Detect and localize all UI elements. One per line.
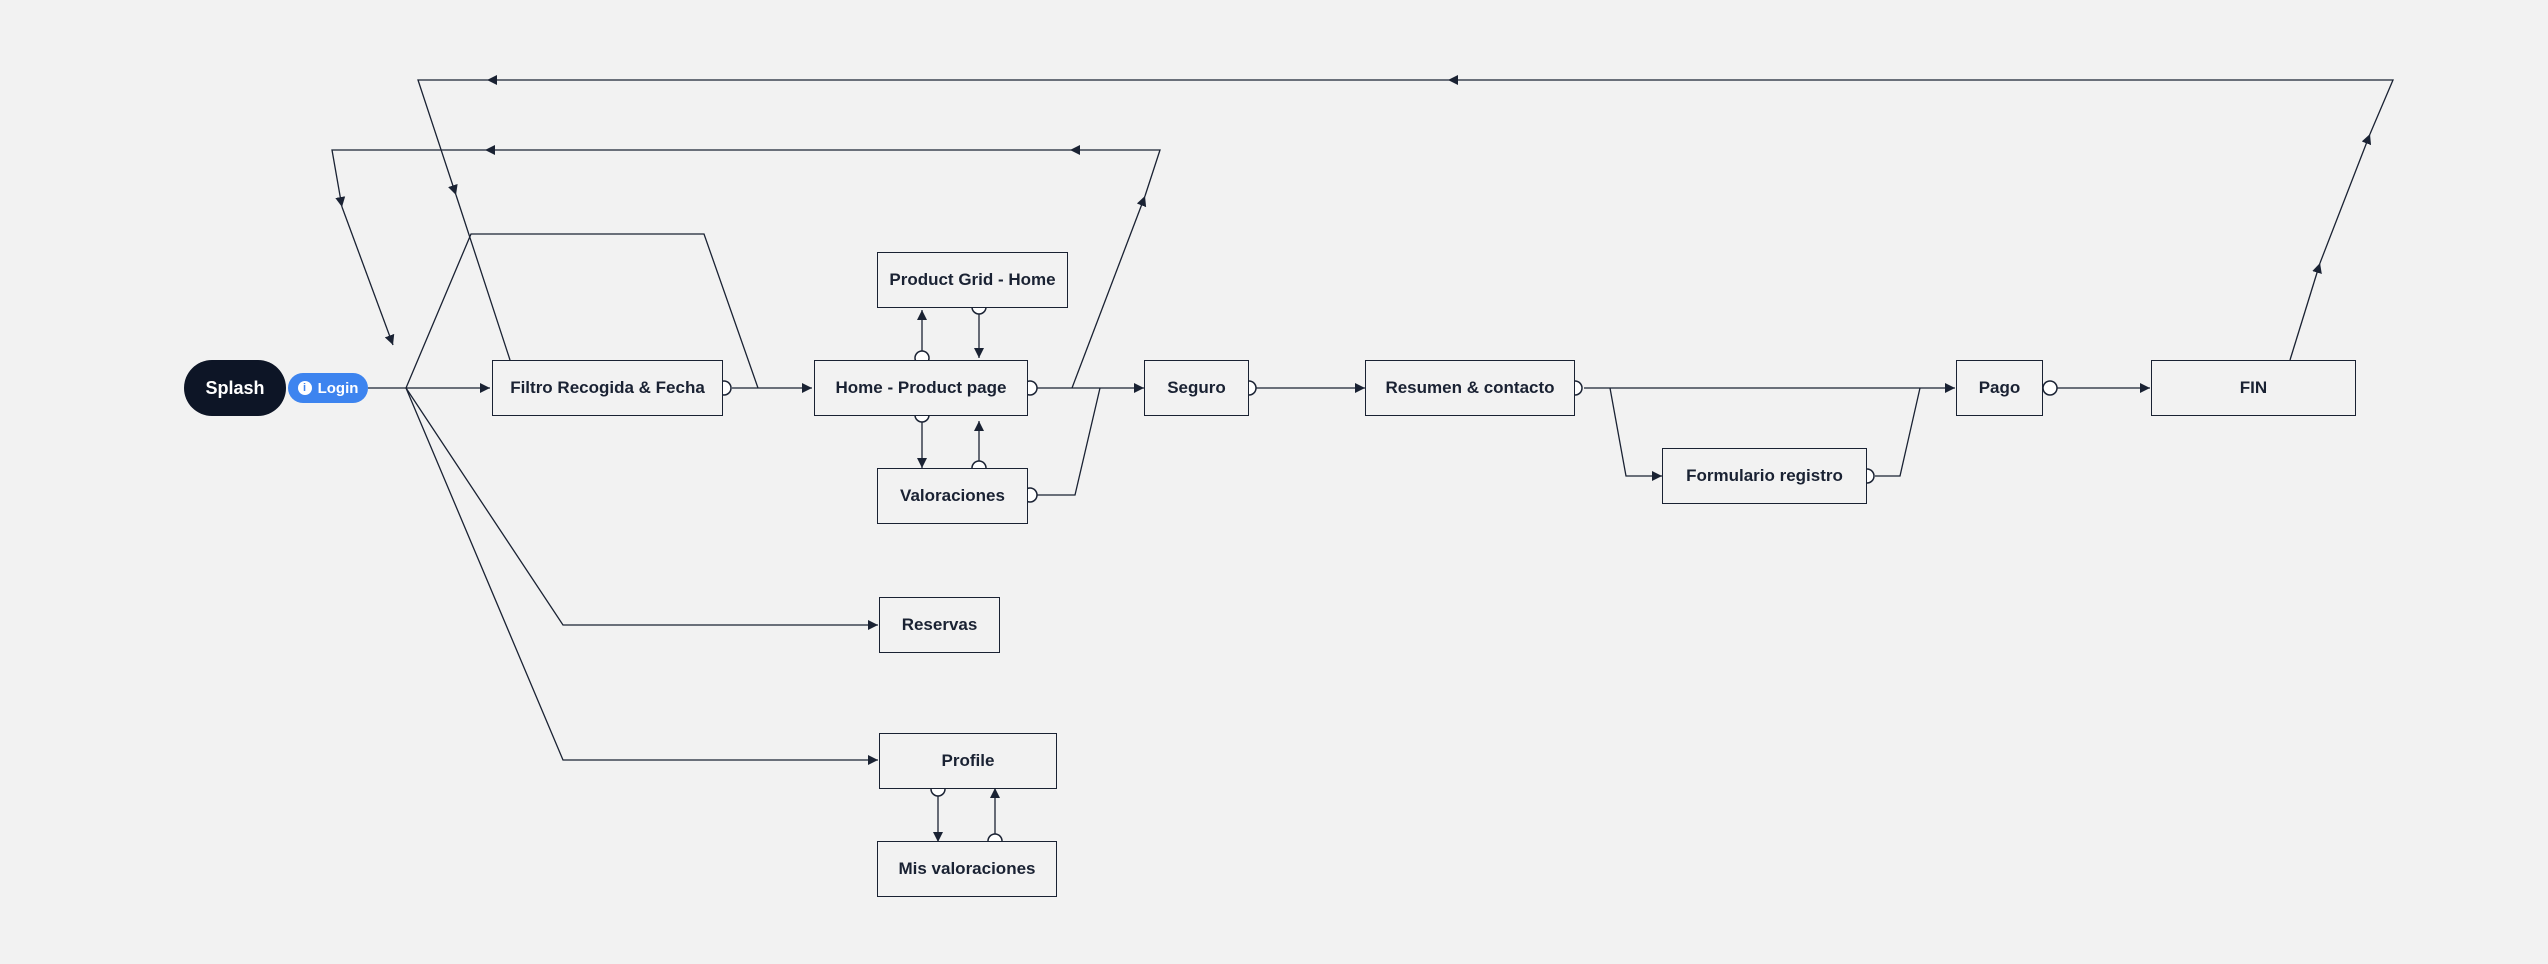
edge-resumen-formulario bbox=[1609, 387, 1662, 481]
node-filtro[interactable]: Filtro Recogida & Fecha bbox=[492, 360, 723, 416]
login-label: Login bbox=[317, 379, 359, 397]
node-valoraciones[interactable]: Valoraciones bbox=[877, 468, 1028, 524]
info-icon: i bbox=[297, 381, 312, 395]
edge-outer-down bbox=[417, 79, 487, 196]
node-formulario[interactable]: Formulario registro bbox=[1662, 448, 1867, 504]
edge-splash-reservas bbox=[405, 387, 878, 630]
edge-splash-profile bbox=[405, 387, 878, 765]
node-resumen[interactable]: Resumen & contacto bbox=[1365, 360, 1575, 416]
node-product-grid[interactable]: Product Grid - Home bbox=[877, 252, 1068, 308]
port-pago-out bbox=[2042, 380, 2058, 396]
edge-valoraciones-seguro bbox=[1035, 387, 1101, 496]
node-splash[interactable]: Splash bbox=[184, 360, 286, 416]
edge-outer-top bbox=[1448, 75, 2394, 135]
edge-filtro-bracket bbox=[405, 233, 759, 389]
node-fin[interactable]: FIN bbox=[2151, 360, 2356, 416]
node-home[interactable]: Home - Product page bbox=[814, 360, 1028, 416]
node-mis-valoraciones[interactable]: Mis valoraciones bbox=[877, 841, 1057, 897]
edge-loop-down bbox=[331, 149, 485, 208]
edge-home-loop bbox=[1071, 195, 1147, 389]
node-seguro[interactable]: Seguro bbox=[1144, 360, 1249, 416]
node-profile[interactable]: Profile bbox=[879, 733, 1057, 789]
edge-outer-down2 bbox=[455, 194, 511, 361]
login-badge[interactable]: i Login bbox=[288, 373, 368, 403]
edge-fin-outer bbox=[2289, 262, 2322, 361]
node-pago[interactable]: Pago bbox=[1956, 360, 2043, 416]
edge-fin-outer2 bbox=[2319, 133, 2372, 264]
node-reservas[interactable]: Reservas bbox=[879, 597, 1000, 653]
edge-loop-top bbox=[1070, 145, 1161, 197]
edge-formulario-pago bbox=[1875, 387, 1921, 477]
edge-loop-down2 bbox=[341, 206, 395, 346]
